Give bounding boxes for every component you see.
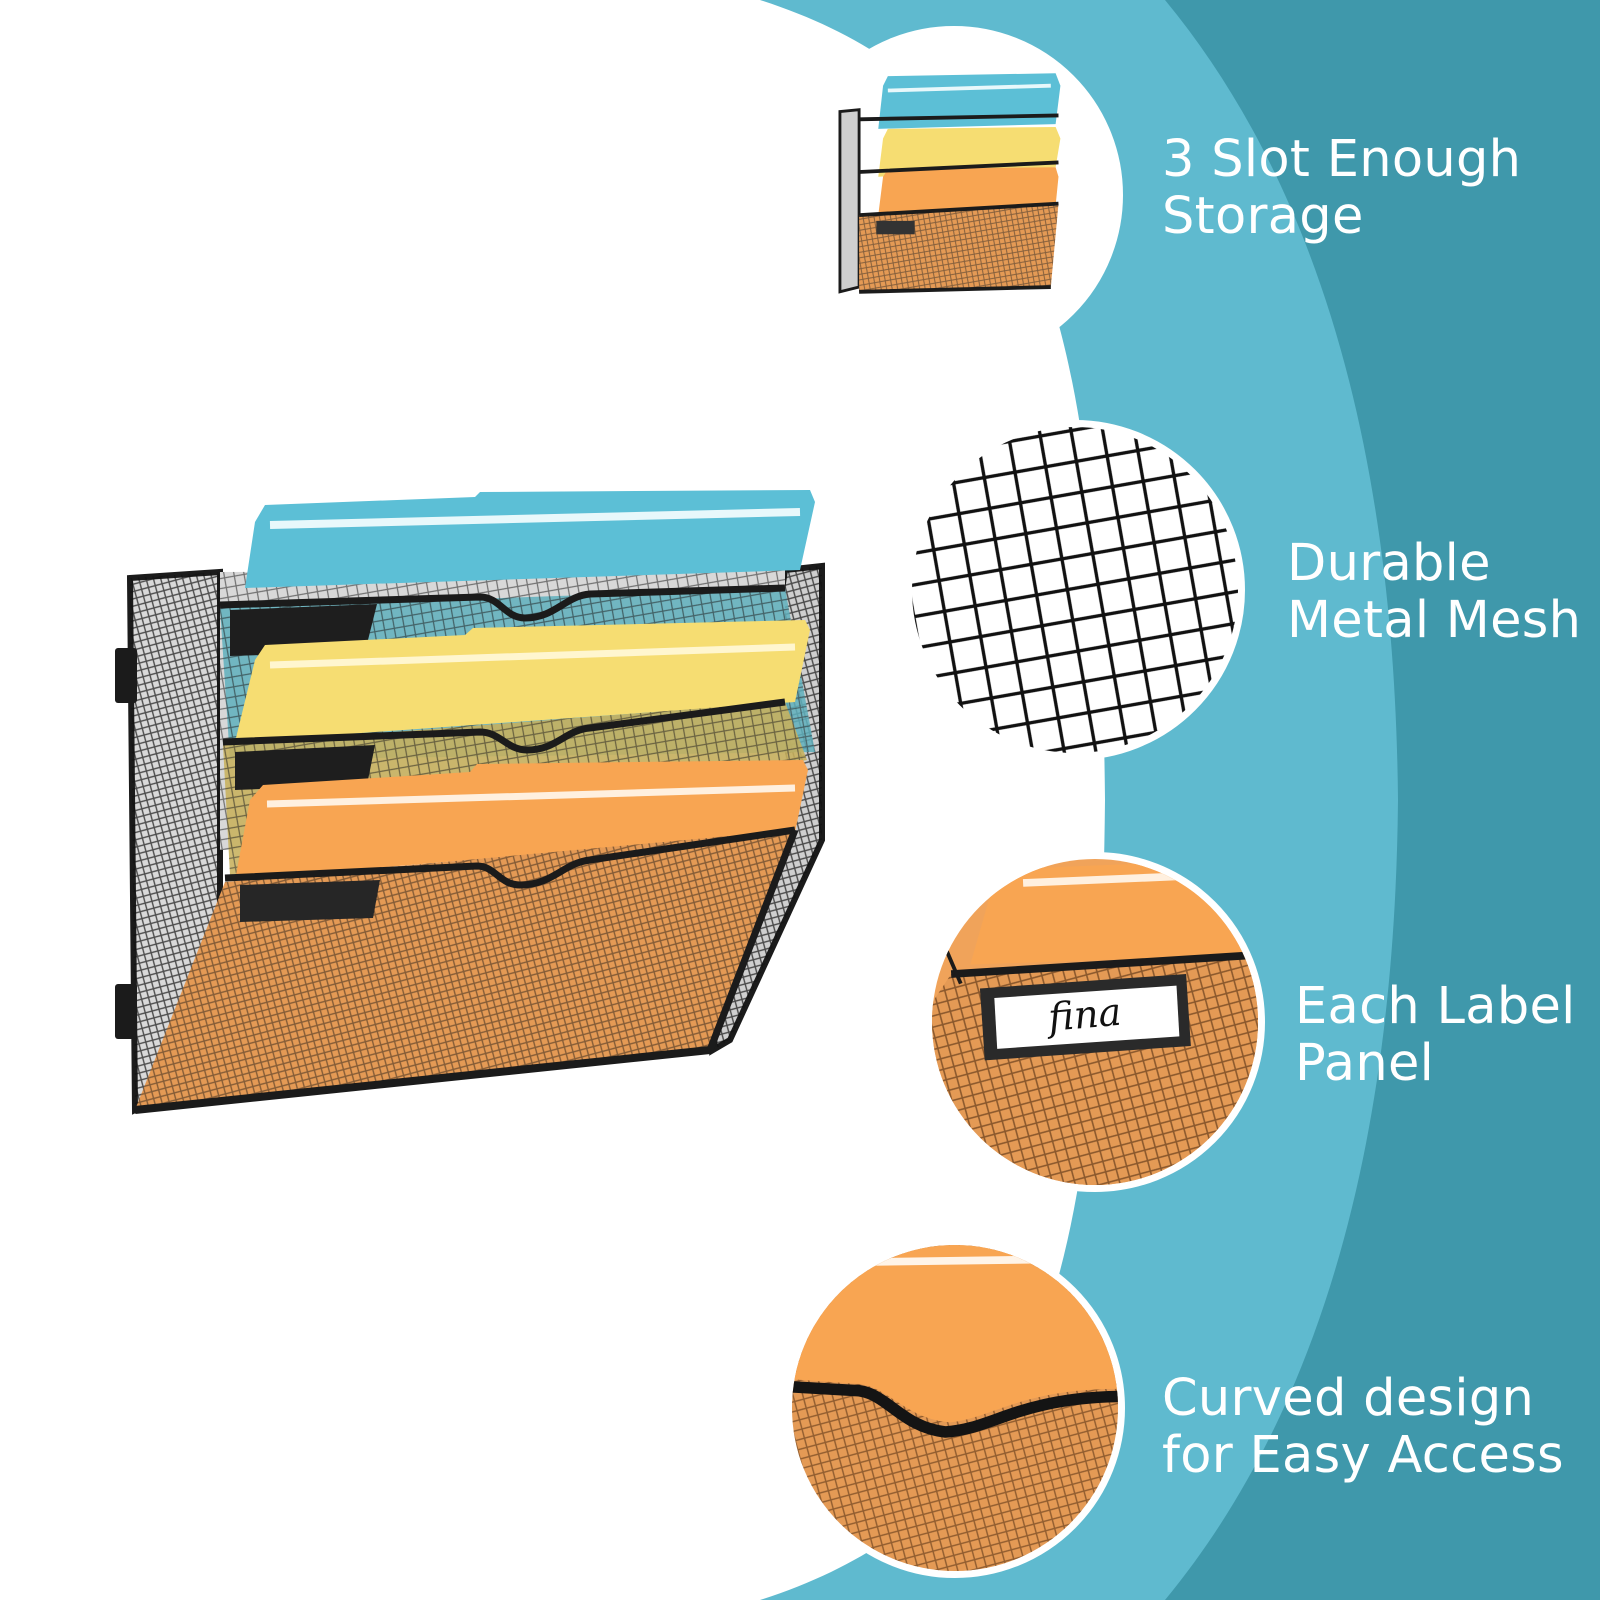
feature-caption-slots: 3 Slot Enough Storage xyxy=(1162,131,1521,245)
feature-caption-line2: for Easy Access xyxy=(1162,1426,1564,1485)
feature-caption-line2: Metal Mesh xyxy=(1287,591,1582,650)
curved-edge-closeup-icon xyxy=(785,1238,1125,1578)
feature-caption-line1: 3 Slot Enough xyxy=(1162,130,1522,189)
orange-folder xyxy=(235,760,808,880)
feature-caption-line1: Durable xyxy=(1287,534,1491,593)
top-slot-rim xyxy=(219,584,786,622)
feature-caption-line1: Curved design xyxy=(1162,1369,1535,1428)
middle-slot-rim xyxy=(222,698,786,754)
feature-caption-label: Each Label Panel xyxy=(1295,978,1576,1092)
mesh-file-organizer-image xyxy=(115,490,825,1115)
three-slot-organizer-thumbnail-icon xyxy=(785,26,1123,364)
bottom-label-panel xyxy=(240,880,380,922)
label-panel-closeup-icon: fina xyxy=(925,852,1265,1192)
feature-caption-line2: Storage xyxy=(1162,187,1364,246)
feature-caption-line1: Each Label xyxy=(1295,977,1576,1036)
mount-clip-top xyxy=(115,648,137,703)
feature-caption-line2: Panel xyxy=(1295,1034,1435,1093)
label-card-text: fina xyxy=(1043,990,1123,1041)
mount-clip-bottom xyxy=(115,984,137,1039)
yellow-folder xyxy=(235,620,810,742)
blue-folder xyxy=(245,490,815,588)
feature-caption-curve: Curved design for Easy Access xyxy=(1162,1370,1564,1484)
feature-caption-mesh: Durable Metal Mesh xyxy=(1287,535,1581,649)
bottom-slot-rim xyxy=(224,826,796,889)
metal-mesh-closeup-icon xyxy=(905,420,1245,760)
dark-teal-band xyxy=(1165,0,1600,1600)
